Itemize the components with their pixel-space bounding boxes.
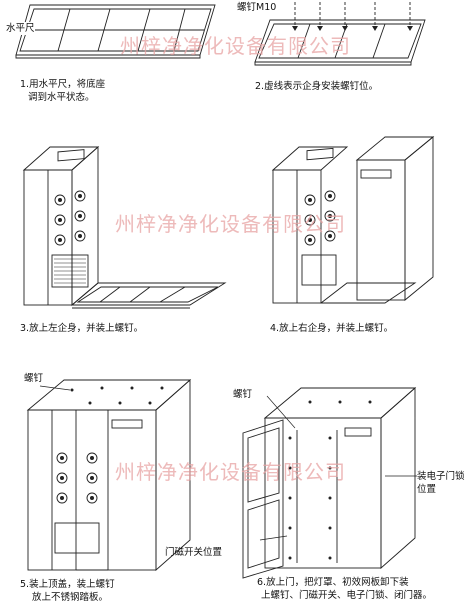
company-watermark-middle: 州梓净净化设备有限公司 [115,212,346,236]
step-4-caption-line-1: 4.放上右企身，并装上螺钉。 [270,323,394,334]
step-2-caption-line-1: 2.虚线表示企身安装螺钉位。 [255,81,379,92]
left-body-installed-drawing [22,146,227,309]
screw-label-step-5: 螺钉 [24,373,44,384]
step-3-caption: 3.放上左企身，并装上螺钉。 [20,322,143,335]
step-2-caption: 2.虚线表示企身安装螺钉位。 [255,80,378,93]
step-1-caption-line-2: 调到水平状态。 [28,92,95,103]
step-4-panel: 4.放上右企身，并装上螺钉。 [235,125,470,340]
level-label: 水平尺 [6,22,35,35]
base-frame-screw-positions-drawing [254,2,426,66]
step-1-caption: 1.用水平尺，将底座 调到水平状态。 [20,78,105,104]
step-5-panel: 螺钉 5.装上顶盖，装上螺钉 放上不锈钢踏板。 [0,358,235,604]
screw-m10-label: 螺钉M10 [237,2,277,13]
step-3-panel: 3.放上左企身，并装上螺钉。 [0,125,235,340]
base-frame-level-drawing [15,4,216,59]
electronic-lock-callout-line-1: 装电子门锁 [417,471,465,482]
screw-label-step-6: 螺钉 [233,389,253,400]
step-6-panel: 螺钉 装电子门锁 位置 门磁开关位置 6.放上门，把灯罩、初效网板卸下装 上螺钉… [165,358,470,602]
step-6-caption-line-2: 上螺钉、门磁开关、电子门锁、闭门器。 [261,590,433,601]
step-5-caption: 5.装上顶盖，装上螺钉 放上不锈钢踏板。 [20,578,115,604]
step-1-caption-line-1: 1.用水平尺，将底座 [20,79,106,90]
step-3-caption-line-1: 3.放上左企身，并装上螺钉。 [20,323,144,334]
electronic-lock-callout: 装电子门锁 位置 [417,470,465,496]
door-magnet-switch-callout: 门磁开关位置 [165,547,223,558]
step-5-caption-line-2: 放上不锈钢踏板。 [32,592,109,603]
step-6-caption-line-1: 6.放上门，把灯罩、初效网板卸下装 [257,577,409,588]
company-watermark-top: 州梓净净化设备有限公司 [120,34,351,58]
top-cover-installed-drawing [26,379,192,571]
right-body-installed-drawing [271,136,435,304]
step-1-panel: 水平尺 1.用水平尺，将底座 调到水平状态。 [0,0,235,120]
step-2-panel: 螺钉M10 2.虚线表示企身安装螺钉位。 [235,0,470,120]
electronic-lock-callout-line-2: 位置 [417,484,437,495]
step-4-caption: 4.放上右企身，并装上螺钉。 [270,322,393,335]
step-6-caption: 6.放上门，把灯罩、初效网板卸下装 上螺钉、门磁开关、电子门锁、闭门器。 [257,576,432,602]
company-watermark-bottom: 州梓净净化设备有限公司 [115,460,346,484]
doors-installed-drawing [242,387,417,579]
step-5-caption-line-1: 5.装上顶盖，装上螺钉 [20,579,115,590]
